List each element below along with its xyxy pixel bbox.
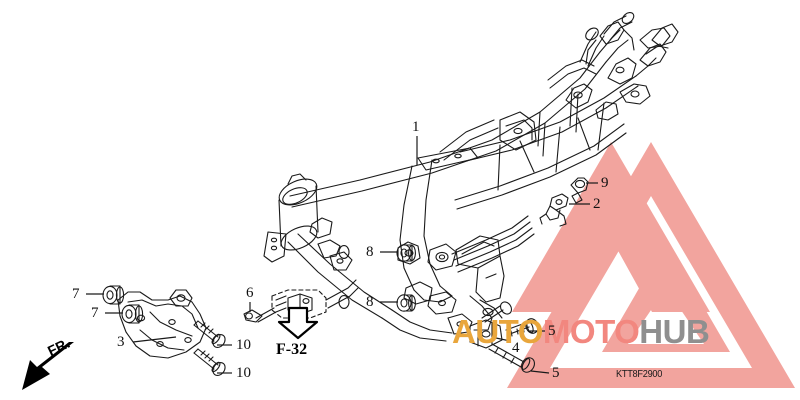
watermark-wordmark: AUTOMOTOHUB bbox=[452, 313, 710, 351]
cropped-hardware-left bbox=[338, 245, 350, 309]
callout-number-10a: 10 bbox=[236, 337, 251, 353]
pin-6 bbox=[243, 307, 277, 323]
bolt-5b bbox=[488, 343, 535, 373]
callout-number-3: 3 bbox=[117, 334, 125, 350]
collar-8b bbox=[396, 294, 416, 312]
cable-bundle bbox=[451, 215, 535, 273]
part-code-label: KTT8F2900 bbox=[616, 369, 663, 380]
callout-number-6: 6 bbox=[246, 285, 254, 301]
clip-2 bbox=[539, 193, 569, 227]
callout-number-4: 4 bbox=[512, 340, 520, 356]
callout-number-8b: 8 bbox=[366, 294, 374, 310]
callout-number-8a: 8 bbox=[366, 244, 374, 260]
callout-number-7b: 7 bbox=[91, 305, 99, 321]
bolt-9 bbox=[570, 177, 589, 204]
frame-left-brackets bbox=[263, 217, 353, 271]
watermark-word-auto: AUTO bbox=[452, 313, 543, 350]
leader-5b bbox=[530, 370, 550, 374]
main-frame-body bbox=[278, 21, 679, 342]
callout-number-7a: 7 bbox=[72, 286, 80, 302]
flange-bolt-10b bbox=[193, 348, 226, 376]
watermark-word-moto: MOTO bbox=[542, 313, 640, 350]
direction-arrow-icon bbox=[22, 342, 74, 390]
callout-number-2: 2 bbox=[593, 196, 601, 212]
leader-4 bbox=[495, 337, 511, 342]
bolt-4-upper bbox=[481, 301, 513, 323]
flange-bolt-10a bbox=[193, 320, 226, 348]
f32-phantom-part bbox=[271, 289, 327, 319]
leader-3 bbox=[132, 336, 177, 343]
collar-8a bbox=[396, 244, 416, 262]
watermark-word-hub: HUB bbox=[639, 313, 710, 350]
callout-number-10b: 10 bbox=[236, 365, 251, 381]
cross-reference-label: F-32 bbox=[276, 341, 308, 358]
bushing-7a bbox=[102, 285, 125, 305]
callout-number-5a: 5 bbox=[548, 323, 556, 339]
lower-mount-bracket-4 bbox=[469, 319, 503, 349]
bushing-7b bbox=[121, 304, 144, 324]
down-arrow-icon bbox=[277, 306, 319, 340]
callout-number-9: 9 bbox=[601, 175, 609, 191]
engine-mount-cluster bbox=[397, 241, 473, 335]
rear-subframe-detail bbox=[547, 12, 671, 121]
callout-number-5b: 5 bbox=[552, 365, 560, 381]
bolt-5a bbox=[505, 318, 539, 337]
callout-number-1: 1 bbox=[412, 119, 420, 135]
